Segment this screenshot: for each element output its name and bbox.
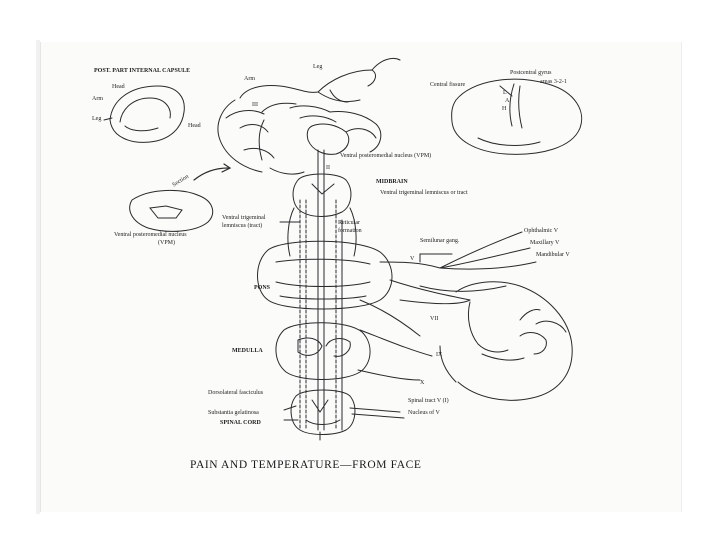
label-spinal-cord: SPINAL CORD bbox=[220, 420, 261, 427]
label-pons: PONS bbox=[254, 285, 270, 292]
label-three: III bbox=[252, 102, 258, 109]
spinal-cord-section bbox=[291, 390, 355, 440]
label-vpm-left-1: Ventral posteromedial nucleus bbox=[114, 232, 187, 239]
label-maxillary: Maxillary V bbox=[530, 240, 559, 247]
label-nucleus-v: Nucleus of V bbox=[408, 410, 440, 417]
label-reticular-2: formation bbox=[338, 228, 362, 235]
label-gyrus-a: A bbox=[505, 98, 509, 105]
label-nerve-vii: VII bbox=[430, 316, 438, 323]
cortex-inset bbox=[452, 79, 582, 154]
label-nerve-x: X bbox=[420, 380, 424, 387]
label-midbrain: MIDBRAIN bbox=[376, 179, 408, 186]
medulla-section bbox=[276, 323, 370, 380]
label-semilunar: Semilunar gang. bbox=[420, 238, 459, 245]
label-spinal-tract: Spinal tract V (I) bbox=[408, 398, 449, 405]
label-central-fissure: Central fissure bbox=[430, 82, 465, 89]
label-dorsolateral: Dorsolateral fasciculus bbox=[208, 390, 263, 397]
label-head-left: Head bbox=[188, 123, 201, 130]
label-leg-small: Leg bbox=[92, 116, 101, 123]
label-reticular-1: Reticular bbox=[338, 220, 360, 227]
label-nerve-v: V bbox=[410, 256, 414, 263]
internal-capsule-inset bbox=[104, 86, 184, 142]
label-two: II bbox=[326, 165, 330, 172]
label-mandibular: Mandibular V bbox=[536, 252, 570, 259]
label-nerve-ix: IX bbox=[436, 352, 442, 359]
midbrain-section bbox=[293, 174, 351, 217]
label-areas: areas 3-2-1 bbox=[540, 79, 567, 86]
label-gyrus-h: H bbox=[502, 106, 506, 113]
label-vpm-nucleus: Ventral posteromedial nucleus (VPM) bbox=[340, 153, 431, 160]
label-ventral-trig-lemniscus-tract: Ventral trigeminal lemniscus or tract bbox=[380, 190, 468, 197]
thalamus-section-inset bbox=[130, 164, 230, 231]
label-arm-small: Arm bbox=[92, 96, 103, 103]
label-leg-top: Leg bbox=[313, 64, 322, 71]
label-ophthalmic: Ophthalmic V bbox=[524, 228, 558, 235]
brainstem-tracts bbox=[288, 150, 356, 430]
label-vpm-left-2: (VPM) bbox=[158, 240, 175, 247]
label-postcentral-gyrus: Postcentral gyrus bbox=[510, 70, 552, 77]
label-internal-capsule: POST. PART INTERNAL CAPSULE bbox=[94, 68, 190, 75]
label-head-small: Head bbox=[112, 84, 125, 91]
label-arm-top: Arm bbox=[244, 76, 255, 83]
label-gyrus-l: L bbox=[503, 90, 507, 97]
label-substantia: Substantia gelatinosa bbox=[208, 410, 259, 417]
pons-section bbox=[258, 241, 393, 309]
label-medulla: MEDULLA bbox=[232, 348, 263, 355]
label-vtl-left-1: Ventral trigeminal bbox=[222, 215, 266, 222]
label-vtl-left-2: lemniscus (tract) bbox=[222, 223, 262, 230]
figure-caption: PAIN AND TEMPERATURE—FROM FACE bbox=[190, 459, 422, 471]
